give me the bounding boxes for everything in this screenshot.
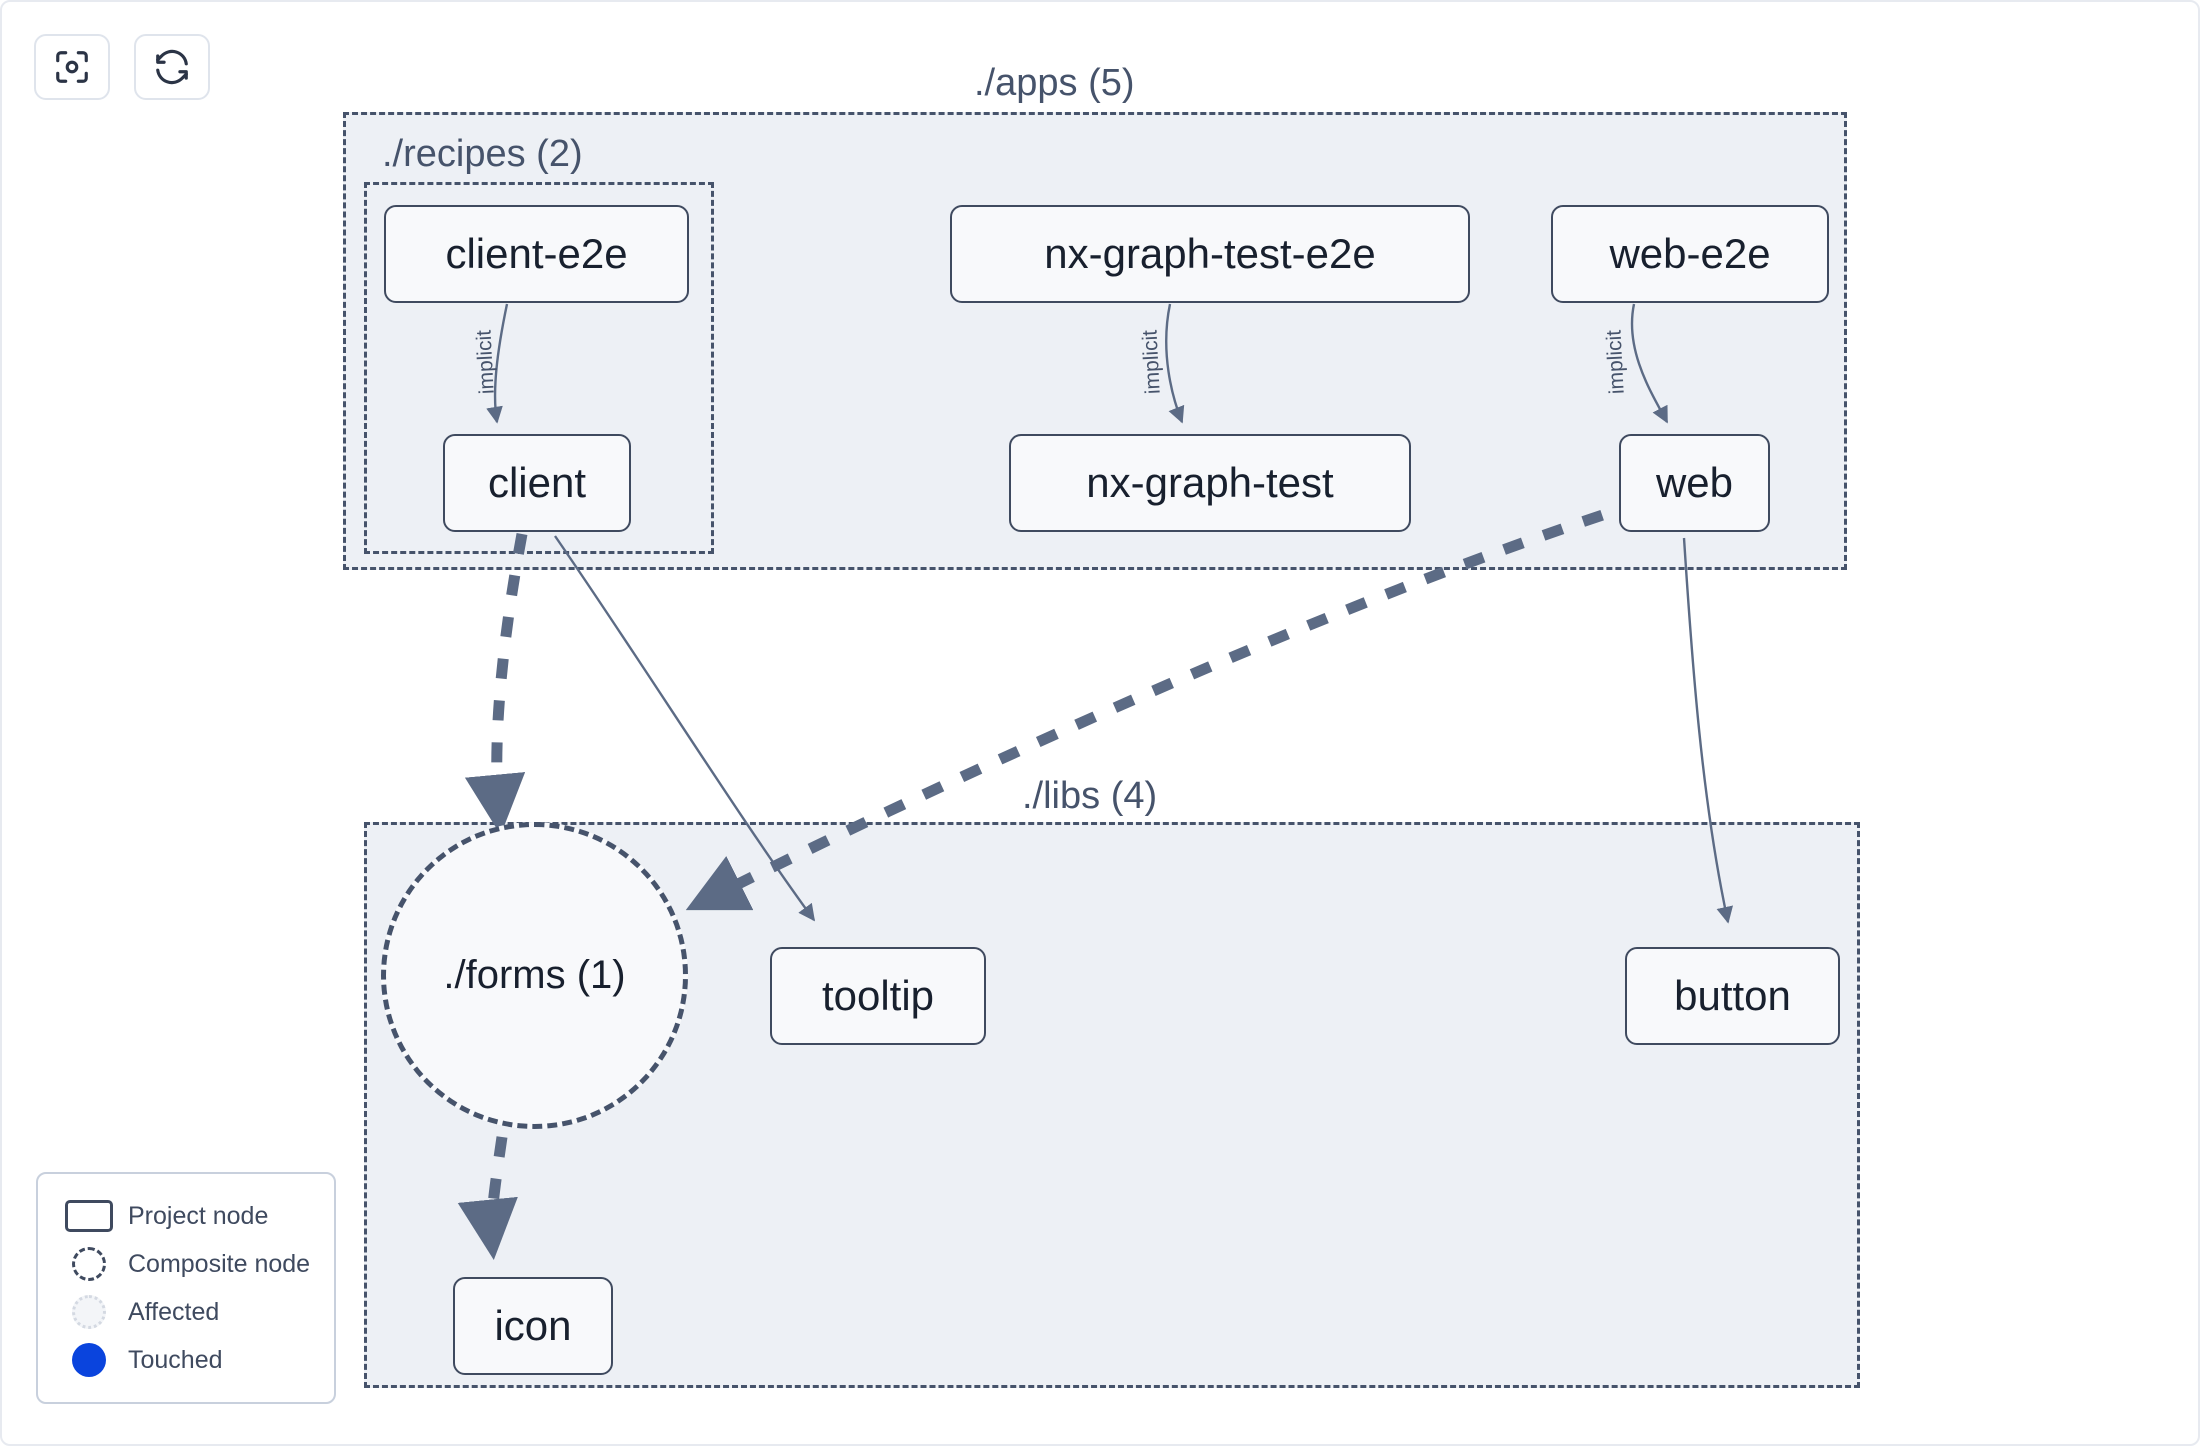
project-node-symbol-icon (58, 1200, 120, 1232)
node-label: client (487, 459, 587, 506)
legend-label: Touched (128, 1345, 223, 1374)
node-tooltip[interactable]: tooltip (770, 947, 986, 1045)
node-forms[interactable]: ./forms (1) (381, 822, 688, 1129)
edge-client-to-forms (464, 532, 528, 836)
node-nx-graph-test-e2e[interactable]: nx-graph-test-e2e (950, 205, 1470, 303)
node-label: button (1674, 972, 1791, 1019)
legend-item-composite-node: Composite node (58, 1240, 314, 1288)
node-web-e2e[interactable]: web-e2e (1551, 205, 1829, 303)
legend-item-touched: Touched (58, 1336, 314, 1384)
composite-node-symbol-icon (58, 1247, 120, 1281)
legend-label: Composite node (128, 1249, 311, 1278)
legend-item-project-node: Project node (58, 1192, 314, 1240)
edge-label-web-e2e-implicit: implicit (1602, 329, 1629, 395)
group-apps-label: ./apps (5) (964, 64, 1145, 102)
graph-legend: Project node Composite node Affected Tou… (36, 1172, 336, 1404)
node-label: nx-graph-test-e2e (1044, 230, 1376, 277)
node-label: icon (494, 1302, 572, 1349)
node-label: tooltip (821, 972, 935, 1019)
node-icon[interactable]: icon (453, 1277, 613, 1375)
affected-node-symbol-icon (58, 1295, 120, 1329)
group-libs-label: ./libs (4) (1012, 777, 1168, 815)
edge-label-client-e2e-implicit: implicit (472, 329, 499, 395)
node-client[interactable]: client (443, 434, 631, 532)
focus-graph-button[interactable] (34, 34, 110, 100)
graph-toolbar (34, 34, 210, 100)
focus-target-icon (53, 48, 91, 86)
refresh-graph-button[interactable] (134, 34, 210, 100)
node-label: web-e2e (1609, 230, 1771, 277)
node-label: ./forms (1) (443, 953, 626, 997)
node-web[interactable]: web (1619, 434, 1770, 532)
legend-item-affected: Affected (58, 1288, 314, 1336)
legend-label: Project node (128, 1201, 269, 1230)
node-client-e2e[interactable]: client-e2e (384, 205, 689, 303)
node-nx-graph-test[interactable]: nx-graph-test (1009, 434, 1411, 532)
node-label: client-e2e (445, 230, 628, 277)
node-button[interactable]: button (1625, 947, 1840, 1045)
group-recipes-label: ./recipes (2) (382, 133, 583, 175)
node-label: nx-graph-test (1086, 459, 1334, 506)
node-label: web (1655, 459, 1734, 506)
refresh-icon (153, 48, 191, 86)
legend-label: Affected (128, 1297, 220, 1326)
edge-label-nx-graph-test-e2e-implicit: implicit (1138, 329, 1165, 395)
touched-node-symbol-icon (58, 1343, 120, 1377)
